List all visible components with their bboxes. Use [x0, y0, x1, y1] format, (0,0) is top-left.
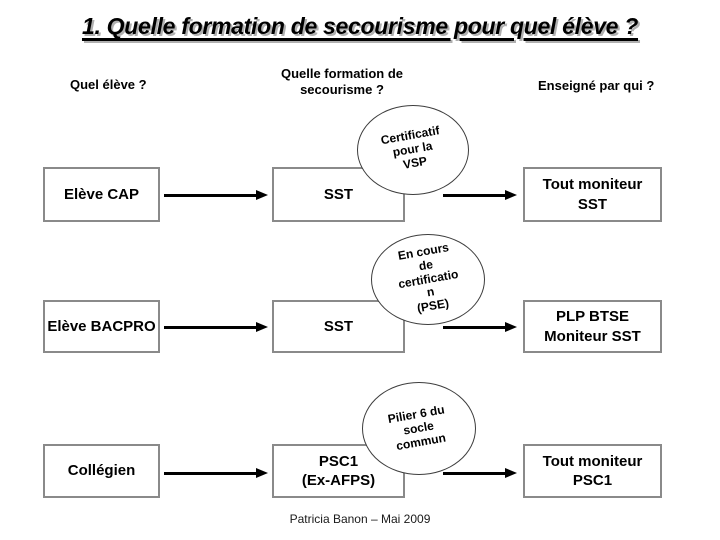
training-box-psc1: PSC1 (Ex-AFPS): [272, 444, 405, 498]
arrow-student-to-training-1: [164, 189, 268, 201]
arrow-training-to-teacher-3: [443, 467, 517, 479]
arrow-head-icon: [256, 468, 268, 478]
note-text: Certificatif pour la VSP: [380, 123, 441, 172]
note-text: En cours de certificatio n (PSE): [396, 240, 459, 316]
arrow-student-to-training-3: [164, 467, 268, 479]
teacher-box-moniteur-sst: Tout moniteur SST: [523, 167, 662, 222]
slide-title: 1. Quelle formation de secourisme pour q…: [81, 13, 639, 39]
training-box-sst-2: SST: [272, 300, 405, 353]
student-box-cap: Elève CAP: [43, 167, 160, 222]
note-ellipse-pse: En cours de certificatio n (PSE): [371, 234, 485, 325]
arrow-shaft: [443, 471, 505, 475]
arrow-shaft: [164, 193, 256, 197]
arrow-head-icon: [505, 322, 517, 332]
note-ellipse-socle-commun: Pilier 6 du socle commun: [362, 382, 476, 475]
note-text: Pilier 6 du socle commun: [386, 402, 448, 453]
arrow-shaft: [164, 325, 256, 329]
arrow-head-icon: [505, 468, 517, 478]
note-ellipse-vsp: Certificatif pour la VSP: [357, 105, 469, 195]
column-header-training: Quelle formation de secourisme ?: [280, 66, 404, 98]
column-header-student: Quel élève ?: [70, 77, 147, 92]
arrow-head-icon: [256, 190, 268, 200]
arrow-shaft: [443, 325, 505, 329]
teacher-box-moniteur-psc1: Tout moniteur PSC1: [523, 444, 662, 498]
arrow-shaft: [443, 193, 505, 197]
student-box-collegien: Collégien: [43, 444, 160, 498]
arrow-head-icon: [505, 190, 517, 200]
arrow-training-to-teacher-1: [443, 189, 517, 201]
student-box-bacpro: Elève BACPRO: [43, 300, 160, 353]
teacher-box-plp-btse: PLP BTSE Moniteur SST: [523, 300, 662, 353]
column-header-teacher: Enseigné par qui ?: [538, 78, 655, 93]
arrow-student-to-training-2: [164, 321, 268, 333]
arrow-shaft: [164, 471, 256, 475]
arrow-head-icon: [256, 322, 268, 332]
footer-credit: Patricia Banon – Mai 2009: [289, 512, 431, 526]
arrow-training-to-teacher-2: [443, 321, 517, 333]
